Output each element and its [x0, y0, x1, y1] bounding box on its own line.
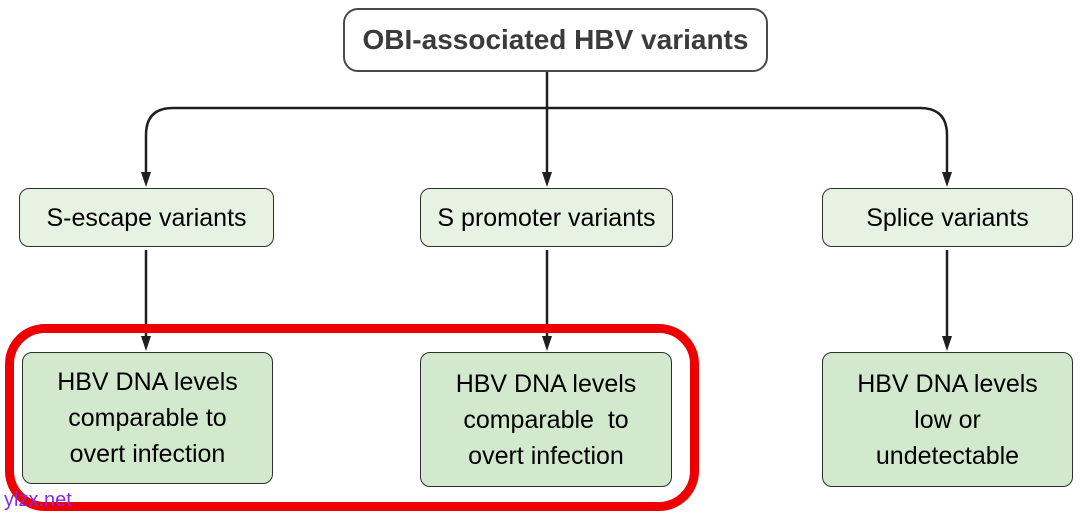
node-obi-associated-hbv-variants: OBI-associated HBV variants	[343, 8, 768, 72]
arrowhead-icon	[542, 172, 552, 187]
arrowhead-icon	[942, 172, 952, 187]
node-dna-comparable-overt-1: HBV DNA levels comparable to overt infec…	[22, 352, 273, 484]
arrowhead-icon	[542, 336, 552, 351]
connector-rail	[144, 106, 949, 176]
node-splice-variants: Splice variants	[822, 188, 1073, 247]
node-dna-low-undetectable: HBV DNA levels low or undetectable	[822, 352, 1073, 487]
node-dna-comparable-overt-2: HBV DNA levels comparable to overt infec…	[420, 352, 672, 487]
arrowhead-icon	[942, 336, 952, 351]
watermark: ylzx.net	[4, 489, 72, 511]
arrowhead-icon	[141, 172, 151, 187]
arrowhead-icon	[141, 336, 151, 351]
node-s-escape-variants: S-escape variants	[19, 188, 274, 247]
node-s-promoter-variants: S promoter variants	[420, 188, 673, 247]
